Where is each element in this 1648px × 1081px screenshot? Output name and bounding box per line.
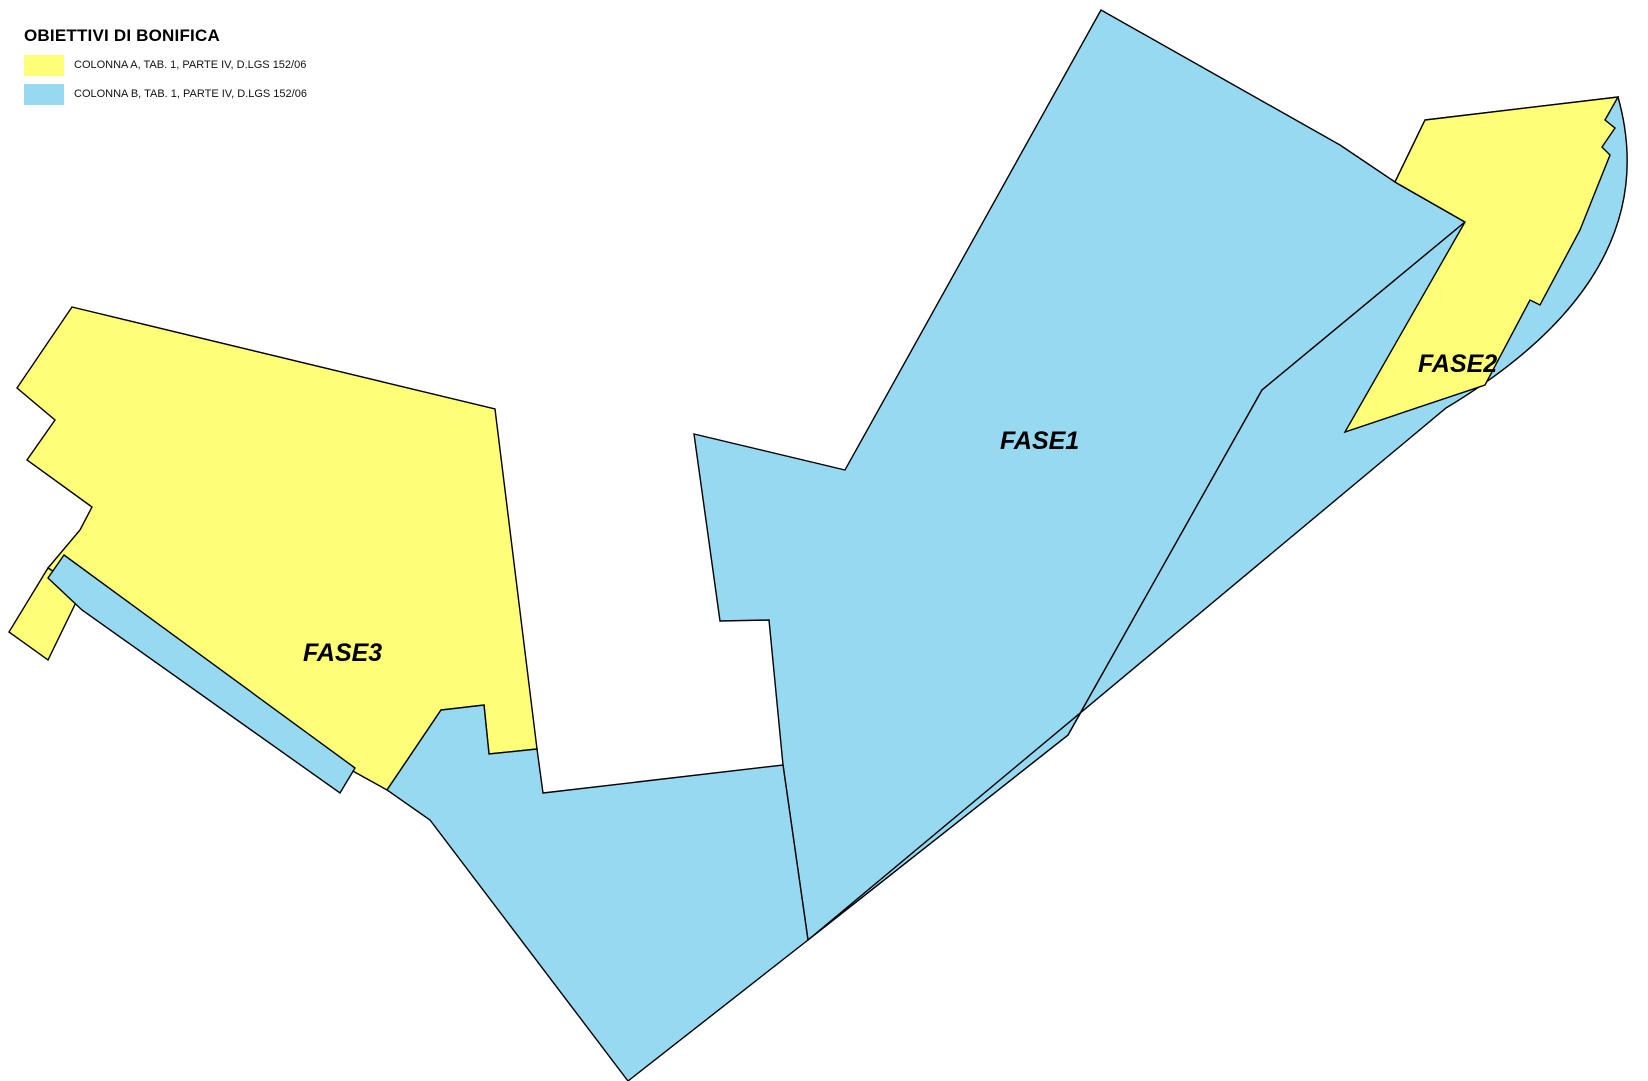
legend-item-colonna-b: COLONNA B, TAB. 1, PARTE IV, D.LGS 152/0… (24, 81, 307, 107)
legend-item-label: COLONNA B, TAB. 1, PARTE IV, D.LGS 152/0… (74, 88, 307, 100)
fase2-label: FASE2 (1418, 350, 1497, 378)
legend-title: OBIETTIVI DI BONIFICA (24, 26, 220, 45)
legend-item-colonna-a: COLONNA A, TAB. 1, PARTE IV, D.LGS 152/0… (24, 52, 307, 78)
legend-item-label: COLONNA A, TAB. 1, PARTE IV, D.LGS 152/0… (74, 59, 307, 71)
legend-swatch-yellow (24, 54, 64, 76)
legend-swatch-blue (24, 83, 64, 105)
fase3-label: FASE3 (303, 639, 382, 667)
fase3-blue-strip[interactable] (47, 554, 356, 795)
legend: OBIETTIVI DI BONIFICA COLONNA A, TAB. 1,… (24, 26, 307, 110)
fase3-blue-zone[interactable] (386, 704, 809, 1081)
fase2-yellow-zone[interactable] (1343, 96, 1620, 434)
fase1-label: FASE1 (1000, 427, 1079, 455)
